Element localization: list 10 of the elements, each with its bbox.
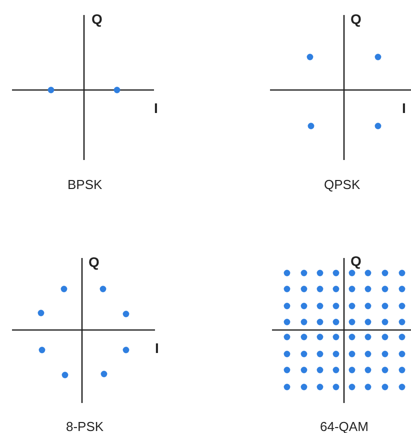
axis-label: Q [92,12,102,26]
axis-label: I [154,101,158,115]
diagram-caption: BPSK [68,178,102,191]
diagram-caption: 8-PSK [66,420,104,433]
axis-label: Q [350,254,362,268]
axis-label: I [402,101,406,115]
axis-label: Q [350,12,362,26]
diagram-caption: QPSK [324,178,360,191]
axis-label: I [155,341,159,355]
axis-label: Q [88,255,100,269]
